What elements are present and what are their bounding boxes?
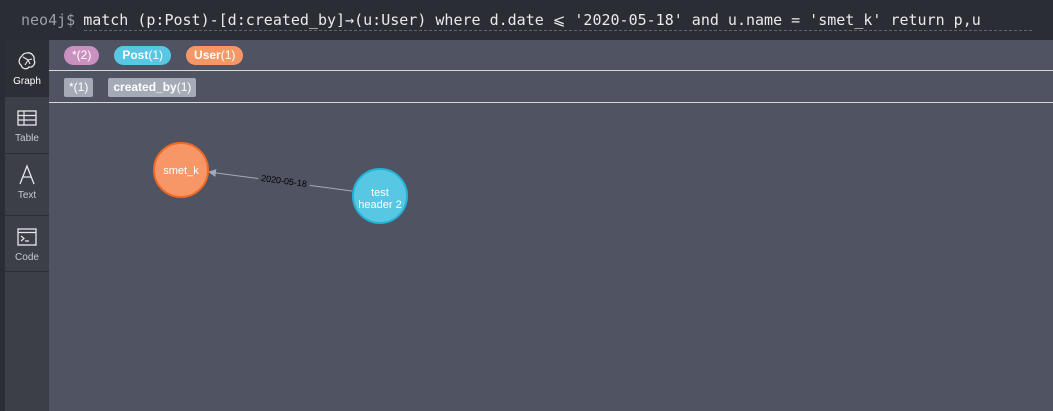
- post-node-circle: [352, 168, 408, 224]
- legend-node-post-name: Post: [122, 47, 149, 62]
- text-view-button[interactable]: Text: [5, 154, 49, 210]
- query-editor[interactable]: neo4j$ match (p:Post)-[d:created_by]→(u:U…: [0, 0, 1053, 40]
- legend-node-post-count: (1): [148, 47, 164, 62]
- relationship-label-bg: [257, 171, 311, 190]
- node-post[interactable]: test header 2: [352, 168, 408, 224]
- legend-node-user-count: (1): [220, 47, 236, 62]
- code-icon: [16, 226, 38, 248]
- relationship-types-legend: *(1) created_by(1): [49, 72, 1053, 103]
- legend-rel-all[interactable]: *(1): [64, 77, 94, 97]
- query-text[interactable]: match (p:Post)-[d:created_by]→(u:User) w…: [83, 11, 981, 29]
- graph-view-label: Graph: [13, 76, 41, 87]
- text-view-label: Text: [17, 190, 37, 201]
- node-user[interactable]: smet_k: [153, 142, 209, 198]
- sidebar-divider: [5, 153, 49, 154]
- legend-rel-all-count: (1): [73, 79, 89, 94]
- post-node-caption-line-1: test: [371, 187, 389, 199]
- query-prompt: neo4j$: [21, 11, 76, 29]
- text-icon: [16, 164, 38, 186]
- legend-node-all[interactable]: *(2): [64, 45, 100, 65]
- legend-rel-created-by-count: (1): [176, 79, 192, 94]
- legend-node-post[interactable]: Post(1): [114, 45, 172, 65]
- sidebar-divider: [5, 96, 49, 97]
- legend-node-user[interactable]: User(1): [186, 45, 244, 65]
- relationship-label: 2020-05-18: [261, 173, 308, 189]
- graph-result-panel: *(2) Post(1) User(1) *(1) created_by(1) …: [49, 40, 1053, 411]
- code-view-button[interactable]: Code: [5, 216, 49, 272]
- user-node-circle: [153, 142, 209, 198]
- legend-rel-all-name: *: [69, 79, 74, 94]
- graph-canvas[interactable]: 2020-05-18 smet_k test header 2: [49, 104, 1053, 411]
- table-view-button[interactable]: Table: [5, 97, 49, 153]
- relationship-created-by[interactable]: 2020-05-18: [208, 168, 353, 192]
- code-view-label: Code: [15, 252, 39, 263]
- legend-rel-created-by[interactable]: created_by(1): [108, 77, 197, 97]
- graph-icon: [16, 50, 38, 72]
- table-view-label: Table: [15, 133, 39, 144]
- legend-rel-created-by-name: created_by: [113, 79, 177, 94]
- table-icon: [16, 107, 38, 129]
- post-node-caption-line-2: header 2: [358, 199, 401, 211]
- sidebar-divider: [5, 215, 49, 216]
- legend-node-all-count: (2): [76, 47, 92, 62]
- legend-node-user-name: User: [194, 47, 221, 62]
- result-view-toolbar: Graph Table Text: [5, 40, 49, 411]
- node-labels-legend: *(2) Post(1) User(1): [49, 40, 1053, 71]
- query-underline: [84, 30, 1032, 31]
- user-node-caption: smet_k: [163, 165, 199, 177]
- sidebar-divider: [5, 271, 49, 272]
- legend-node-all-name: *: [72, 47, 77, 62]
- graph-view-button[interactable]: Graph: [5, 40, 49, 96]
